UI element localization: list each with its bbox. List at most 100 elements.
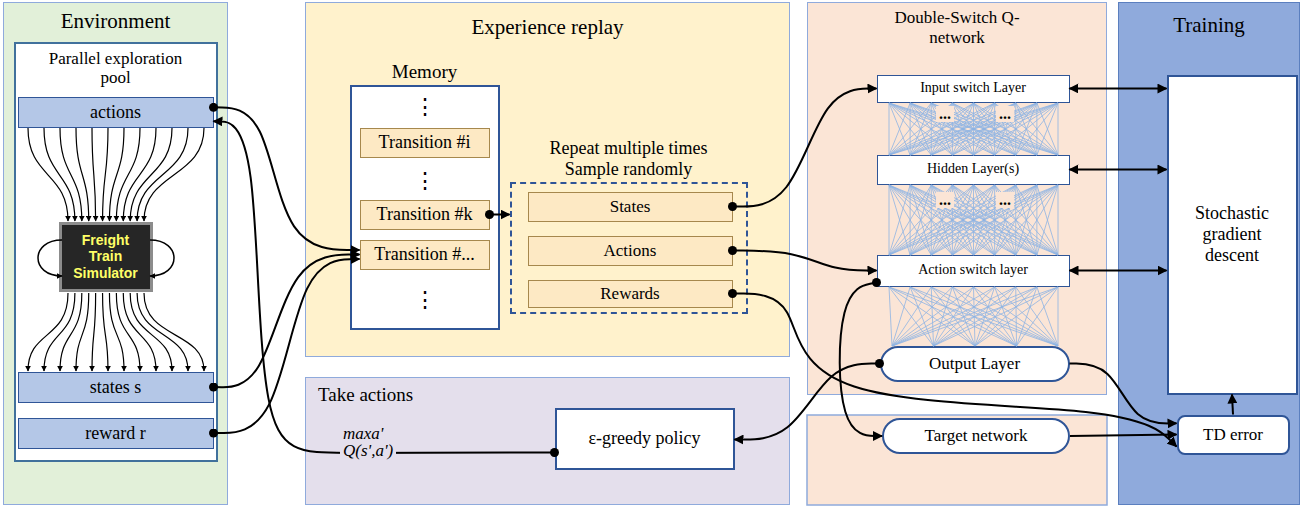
network-wire	[910, 185, 931, 255]
network-wire	[889, 185, 1037, 255]
network-wire	[1016, 287, 1058, 346]
fan-arrow	[44, 293, 75, 371]
network-wire	[974, 103, 1037, 155]
network-wire	[952, 185, 1037, 255]
network-wire	[889, 185, 1058, 255]
heading: Environment	[4, 3, 227, 33]
network-wire	[931, 103, 994, 155]
connector	[1070, 364, 1177, 424]
network-wire	[889, 103, 931, 155]
network-wire	[952, 185, 1015, 255]
network-wire	[952, 185, 973, 255]
network-wire	[889, 185, 1016, 255]
network-wire	[975, 287, 1037, 346]
connector	[1232, 395, 1233, 415]
network-wire	[889, 185, 931, 255]
network-wire	[889, 103, 910, 155]
network-wire	[952, 287, 1016, 346]
td-box: TD error	[1177, 415, 1290, 455]
network-wire	[1037, 185, 1058, 255]
network-wire	[952, 185, 1015, 255]
network-wire	[952, 103, 1015, 155]
network-wire	[892, 287, 995, 346]
box-label: states s	[84, 377, 148, 398]
heading: Repeat multiple times Sample randomly	[534, 138, 724, 179]
network-wire	[1058, 185, 1059, 255]
ellipsis-mark: ⋮	[414, 170, 436, 192]
network-wire	[892, 287, 1016, 346]
network-wire	[934, 287, 1059, 346]
fan-arrow	[76, 128, 89, 221]
network-wire	[931, 103, 973, 155]
network-wire	[910, 185, 995, 255]
target-box: Target network	[882, 418, 1070, 454]
network-wire	[931, 287, 975, 346]
network-wire	[1016, 103, 1058, 155]
network-wire	[889, 185, 910, 255]
network-wire	[995, 287, 1058, 346]
network-wire	[910, 185, 1037, 255]
network-wire	[889, 103, 1037, 155]
network-wire	[1058, 103, 1059, 155]
connector	[735, 364, 880, 440]
connector	[214, 259, 360, 433]
network-wire	[995, 103, 1058, 155]
network-wire	[952, 185, 1058, 255]
network-wire	[910, 103, 973, 155]
network-wire	[892, 287, 1037, 346]
network-wire	[1037, 185, 1058, 255]
network-wire	[910, 287, 1058, 346]
network-wire	[889, 103, 890, 155]
box-label: Rewards	[594, 284, 665, 304]
network-wire	[889, 103, 974, 155]
network-wire	[889, 185, 910, 255]
layer-box: Action switch layer	[877, 255, 1070, 287]
network-wire	[995, 103, 1016, 155]
network-wire	[910, 103, 973, 155]
ellipsis-mark: ...	[996, 106, 1014, 122]
network-wire	[1017, 287, 1037, 346]
box-label: ε-greedy policy	[582, 428, 706, 449]
network-wire	[910, 103, 1037, 155]
network-wire	[1016, 103, 1058, 155]
network-wire	[973, 103, 974, 155]
network-wire	[910, 185, 973, 255]
network-wire	[1016, 185, 1058, 255]
network-wire	[931, 287, 1016, 346]
network-wire	[952, 185, 1037, 255]
fan-arrow	[92, 128, 96, 221]
network-wire	[910, 103, 1016, 155]
network-wire	[994, 185, 995, 255]
network-wire	[994, 103, 995, 155]
fan-arrow	[144, 293, 204, 371]
batch-box: Actions	[528, 236, 733, 266]
network-wire	[995, 103, 1058, 155]
network-wire	[889, 287, 892, 346]
fan-arrow	[116, 293, 140, 371]
heading: Double-Switch Q-network	[808, 3, 1106, 47]
box-label: Hidden Layer(s)	[921, 161, 1025, 177]
network-wire	[889, 185, 995, 255]
box-label: Action switch layer	[912, 262, 1034, 278]
network-wire	[910, 185, 995, 255]
policy-box: ε-greedy policy	[555, 408, 735, 470]
box-label: actions	[84, 102, 147, 123]
connector	[733, 89, 877, 207]
fan-arrow	[109, 293, 124, 371]
network-wire	[910, 287, 975, 346]
panel: Experience replayMemoryTransition #iTran…	[305, 2, 790, 357]
panel: EnvironmentParallel exploration poolacti…	[3, 2, 228, 505]
network-wire	[995, 103, 1016, 155]
network-wire	[910, 103, 995, 155]
network-wire	[931, 185, 1037, 255]
network-wire	[974, 185, 1059, 255]
box-label: Actions	[598, 241, 663, 261]
network-wire	[934, 287, 1037, 346]
network-wire	[910, 103, 1016, 155]
layer-box: Hidden Layer(s)	[877, 155, 1070, 185]
pool-box: Parallel exploration poolactionsFreight …	[14, 42, 218, 462]
network-wire	[1058, 287, 1059, 346]
ellipsis-mark: ⋮	[414, 96, 436, 118]
heading: Experience replay	[306, 3, 789, 39]
network-wire	[889, 103, 1037, 155]
